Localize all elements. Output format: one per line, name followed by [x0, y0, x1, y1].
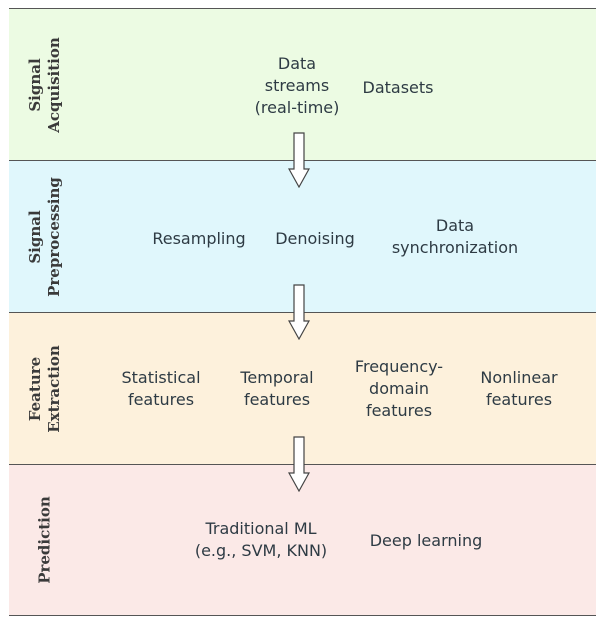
item-frequency-domain-features: Frequency- domain features [354, 357, 444, 420]
stage-title: Prediction [35, 496, 54, 584]
stage-label-column: Feature Extraction [9, 313, 81, 464]
item-data-streams: Data streams (real-time) [254, 54, 340, 117]
stage-title: Feature Extraction [26, 344, 63, 433]
down-arrow-icon [288, 436, 310, 492]
item-statistical-features: Statistical features [121, 368, 201, 409]
stage-label-column: Signal Preprocessing [9, 161, 81, 312]
stage-label-column: Signal Acquisition [9, 9, 81, 160]
stage-title: Signal Acquisition [26, 36, 63, 133]
stage-prediction: Prediction Traditional ML (e.g., SVM, KN… [9, 464, 596, 616]
pipeline-diagram: Signal Acquisition Data streams (real-ti… [9, 8, 596, 616]
item-traditional-ml: Traditional ML (e.g., SVM, KNN) [194, 519, 328, 560]
stage-title: Signal Preprocessing [26, 176, 63, 297]
item-data-synchronization: Data synchronization [391, 216, 519, 257]
down-arrow-icon [288, 132, 310, 188]
item-denoising: Denoising [275, 229, 355, 248]
item-deep-learning: Deep learning [369, 531, 483, 550]
stage-label-column: Prediction [9, 465, 81, 615]
item-resampling: Resampling [152, 229, 246, 248]
item-nonlinear-features: Nonlinear features [480, 368, 558, 409]
item-temporal-features: Temporal features [240, 368, 314, 409]
down-arrow-icon [288, 284, 310, 340]
item-datasets: Datasets [362, 78, 434, 97]
